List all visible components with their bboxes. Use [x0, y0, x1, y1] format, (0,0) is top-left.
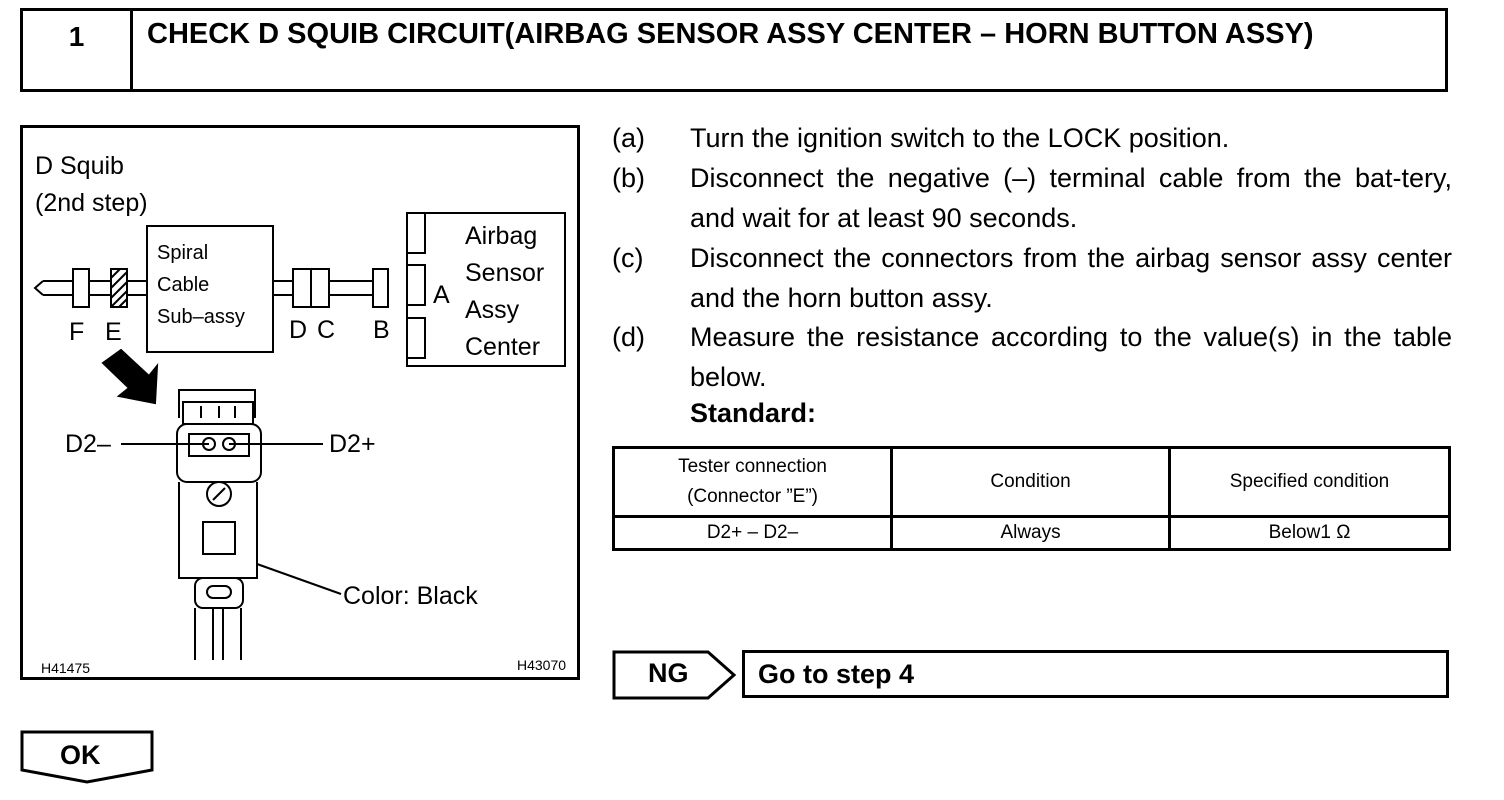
step-number: 1: [23, 11, 133, 89]
step-title: CHECK D SQUIB CIRCUIT(AIRBAG SENSOR ASSY…: [147, 18, 1314, 50]
connector-f: [72, 268, 90, 308]
ok-arrow-shape: [20, 730, 154, 784]
step-b-label: (b): [612, 163, 645, 193]
step-b-text: Disconnect the negative (–) terminal cab…: [690, 163, 1452, 233]
connector-f-label: F: [69, 318, 85, 346]
go-to-step-box: Go to step 4: [742, 650, 1449, 698]
step-d-label: (d): [612, 322, 645, 352]
connector-b: [372, 268, 389, 308]
spiral-label-line3: Sub–assy: [157, 306, 245, 328]
spiral-label-line2: Cable: [157, 274, 210, 296]
step-a-text: Turn the ignition switch to the LOCK pos…: [690, 123, 1230, 153]
table-cell-specified: Below1 Ω: [1168, 515, 1451, 551]
sensor-label-line3: Assy: [465, 296, 520, 324]
table-header-specified: Specified condition: [1168, 446, 1451, 518]
connector-c-label: C: [317, 316, 336, 344]
step-a-label: (a): [612, 123, 645, 153]
sensor-label-line1: Airbag: [465, 222, 538, 250]
wiring-figure: D Squib (2nd step) Spiral Cable Sub–assy…: [20, 125, 580, 680]
table-header-tester: Tester connection (Connector ”E”): [611, 446, 894, 518]
table-row: D2+ – D2– Always Below1 Ω: [611, 515, 1451, 551]
connector-e-label: E: [105, 318, 122, 346]
sensor-label-line2: Sensor: [465, 259, 545, 287]
table-cell-condition: Always: [890, 515, 1172, 551]
table-header-row: Tester connection (Connector ”E”) Condit…: [611, 446, 1451, 518]
step-header: 1 CHECK D SQUIB CIRCUIT(AIRBAG SENSOR AS…: [20, 8, 1448, 92]
connector-c: [310, 268, 330, 308]
step-c-text: Disconnect the connectors from the airba…: [690, 243, 1452, 313]
step-d-text: Measure the resistance according to the …: [690, 322, 1452, 392]
figure-caption-line2: (2nd step): [35, 189, 148, 217]
pointer-arrow: [101, 348, 159, 405]
connector-a-label: A: [433, 281, 450, 309]
resistance-table: Tester connection (Connector ”E”) Condit…: [611, 446, 1451, 551]
sensor-box: [406, 212, 566, 367]
standard-label: Standard:: [690, 398, 817, 428]
table-header-tester-line1: Tester connection: [678, 456, 827, 477]
connector-d: [292, 268, 312, 308]
table-cell-tester: D2+ – D2–: [611, 515, 894, 551]
sensor-label-line4: Center: [465, 333, 541, 361]
ng-arrow-shape: [612, 650, 737, 700]
table-header-condition: Condition: [890, 446, 1172, 518]
connector-d-label: D: [289, 316, 308, 344]
d2-plus-label: D2+: [329, 430, 376, 458]
connector-diagram: [33, 212, 566, 660]
connector-b-label: B: [373, 316, 390, 344]
d2-minus-label: D2–: [65, 430, 111, 458]
figure-code-right: H43070: [517, 657, 567, 673]
ng-label: NG: [648, 658, 689, 688]
spiral-label-line1: Spiral: [157, 242, 209, 264]
figure-caption-line1: D Squib: [35, 152, 124, 180]
ok-label: OK: [60, 740, 101, 770]
figure-code-left: H41475: [41, 660, 91, 676]
table-header-tester-line2: (Connector ”E”): [687, 486, 818, 507]
color-label: Color: Black: [343, 582, 478, 610]
spiral-cable-box: [146, 225, 274, 353]
step-c-label: (c): [612, 243, 644, 273]
